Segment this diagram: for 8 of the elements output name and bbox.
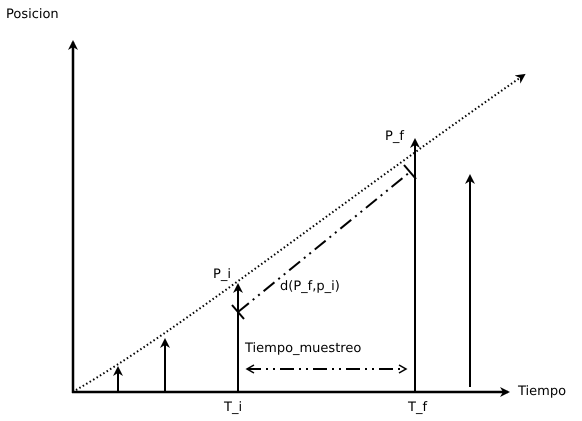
distance-label: d(P_f,p_i) xyxy=(280,280,340,293)
interval-label: Tiempo_muestreo xyxy=(245,342,362,355)
axis-label: Tiempo xyxy=(518,385,566,398)
tick-label: T_f xyxy=(408,401,428,414)
point-label: P_i xyxy=(213,268,231,281)
axis-label: Posicion xyxy=(6,8,59,21)
point-label: P_f xyxy=(385,130,404,143)
tick-label: T_i xyxy=(224,401,242,414)
